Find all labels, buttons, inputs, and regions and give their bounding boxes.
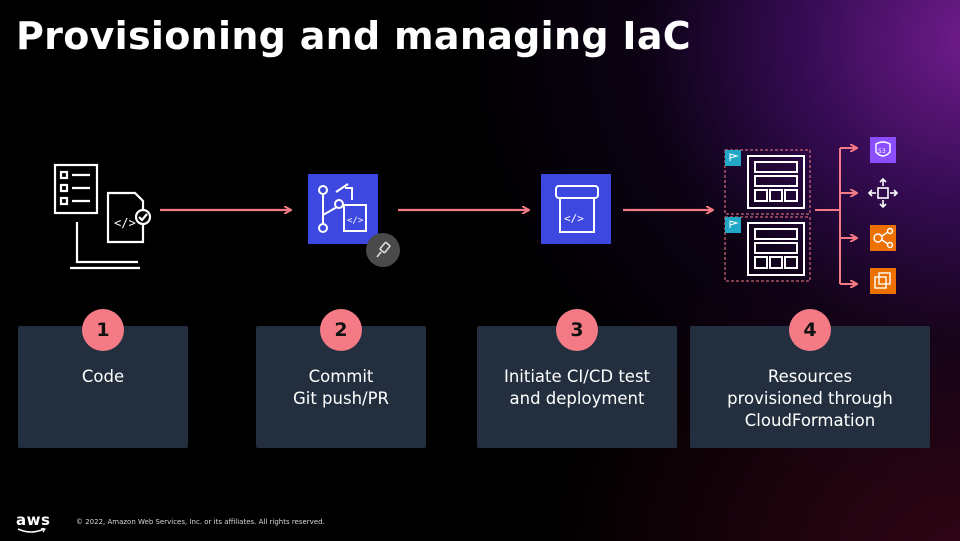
ec2-icon <box>870 268 896 294</box>
aws-smile-icon <box>17 528 46 533</box>
step-label-code: Code <box>81 367 125 386</box>
step-badge-2: 2 <box>320 309 362 351</box>
step-label-pipeline: Initiate CI/CD test and deployment <box>503 367 651 408</box>
svg-text:</>: </> <box>347 216 364 226</box>
resource-branch-arrows <box>815 148 856 284</box>
svg-text:53: 53 <box>878 148 886 155</box>
step-badge-1: 1 <box>82 309 124 351</box>
codecommit-icon: </> <box>308 174 378 244</box>
step-label-resources: Resources provisioned through CloudForma… <box>727 367 893 430</box>
codepipeline-icon: </> <box>541 174 611 244</box>
route53-icon: 53 <box>870 137 896 163</box>
step-label-commit: Commit Git push/PR <box>292 367 390 408</box>
step-badge-3: 3 <box>556 309 598 351</box>
slide-title: Provisioning and managing IaC <box>16 14 691 58</box>
move-arrows-icon <box>867 177 899 209</box>
lambda-icon <box>870 225 896 251</box>
step-badge-4: 4 <box>789 309 831 351</box>
code-document-laptop-icon: </> <box>53 163 152 270</box>
pin-icon <box>376 241 391 258</box>
svg-text:</>: </> <box>564 212 584 225</box>
aws-logo: aws <box>16 511 50 533</box>
cloudformation-stack-icon <box>724 149 811 282</box>
copyright-notice: © 2022, Amazon Web Services, Inc. or its… <box>76 518 325 526</box>
pin-tool-button[interactable] <box>366 233 400 267</box>
svg-text:</>: </> <box>114 216 136 230</box>
